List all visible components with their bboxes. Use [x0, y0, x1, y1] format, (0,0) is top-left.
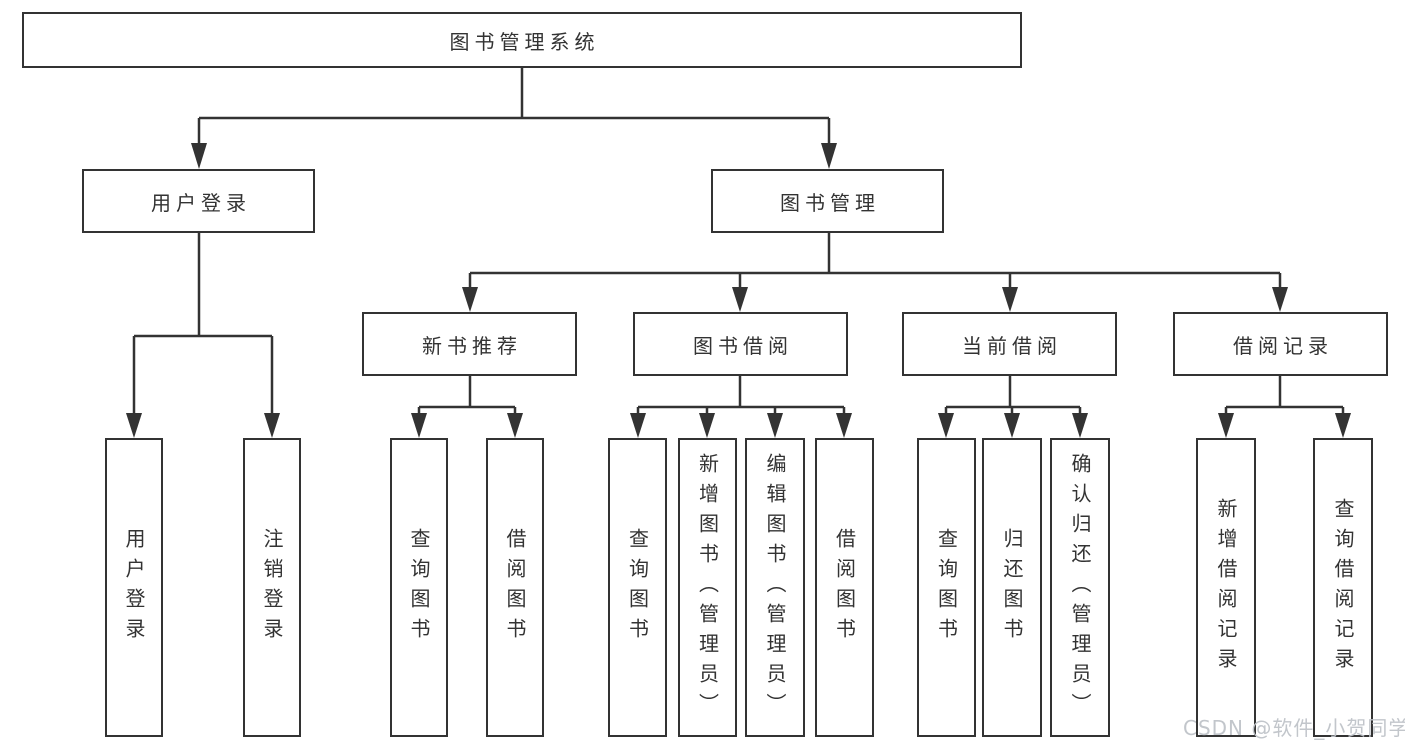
node-new-book-recommend: 新书推荐 — [362, 312, 577, 376]
node-label: 图书借阅 — [693, 333, 793, 358]
node-library-management-system: 图书管理系统 — [22, 12, 1022, 68]
leaf-borrow-books-recommend: 借阅图书 — [486, 438, 544, 737]
leaf-confirm-return-admin: 确认归还（管理员） — [1050, 438, 1110, 737]
node-label: 图书管理 — [780, 190, 880, 215]
arrowheads — [126, 143, 1351, 438]
node-label: 图书管理系统 — [449, 29, 600, 54]
leaf-label: 查询图书 — [625, 527, 650, 648]
node-label: 借阅记录 — [1233, 333, 1333, 358]
leaf-label: 用户登录 — [122, 527, 146, 648]
leaf-edit-books-admin: 编辑图书（管理员） — [745, 438, 805, 737]
leaf-label: 借阅图书 — [832, 527, 857, 648]
leaf-label: 新增图书（管理员） — [695, 452, 720, 723]
leaf-label: 查询图书 — [407, 527, 431, 648]
leaf-query-borrow-record: 查询借阅记录 — [1313, 438, 1373, 737]
leaf-label: 新增借阅记录 — [1214, 497, 1238, 678]
node-book-borrowing: 图书借阅 — [633, 312, 848, 376]
leaf-return-books: 归还图书 — [982, 438, 1042, 737]
leaf-label: 查询图书 — [934, 527, 959, 648]
node-borrowing-records: 借阅记录 — [1173, 312, 1388, 376]
leaf-label: 查询借阅记录 — [1331, 497, 1355, 678]
node-label: 用户登录 — [151, 190, 251, 215]
leaf-label: 归还图书 — [1000, 527, 1024, 648]
leaf-label: 编辑图书（管理员） — [763, 452, 787, 723]
leaf-borrow-books-borrowing: 借阅图书 — [815, 438, 874, 737]
csdn-watermark: CSDN @软件_小贺同学 — [1183, 716, 1405, 740]
leaf-query-books-recommend: 查询图书 — [390, 438, 448, 737]
node-book-management: 图书管理 — [711, 169, 944, 233]
node-user-login: 用户登录 — [82, 169, 315, 233]
leaf-label: 借阅图书 — [503, 527, 527, 648]
leaf-logout: 注销登录 — [243, 438, 301, 737]
leaf-label: 确认归还（管理员） — [1068, 452, 1092, 723]
node-label: 当前借阅 — [962, 333, 1062, 358]
node-current-borrowing: 当前借阅 — [902, 312, 1117, 376]
node-label: 新书推荐 — [422, 333, 522, 358]
leaf-query-books-borrowing: 查询图书 — [608, 438, 667, 737]
leaf-add-borrow-record: 新增借阅记录 — [1196, 438, 1256, 737]
leaf-query-books-current: 查询图书 — [917, 438, 976, 737]
leaf-user-login: 用户登录 — [105, 438, 163, 737]
leaf-add-books-admin: 新增图书（管理员） — [678, 438, 737, 737]
leaf-label: 注销登录 — [260, 527, 284, 648]
